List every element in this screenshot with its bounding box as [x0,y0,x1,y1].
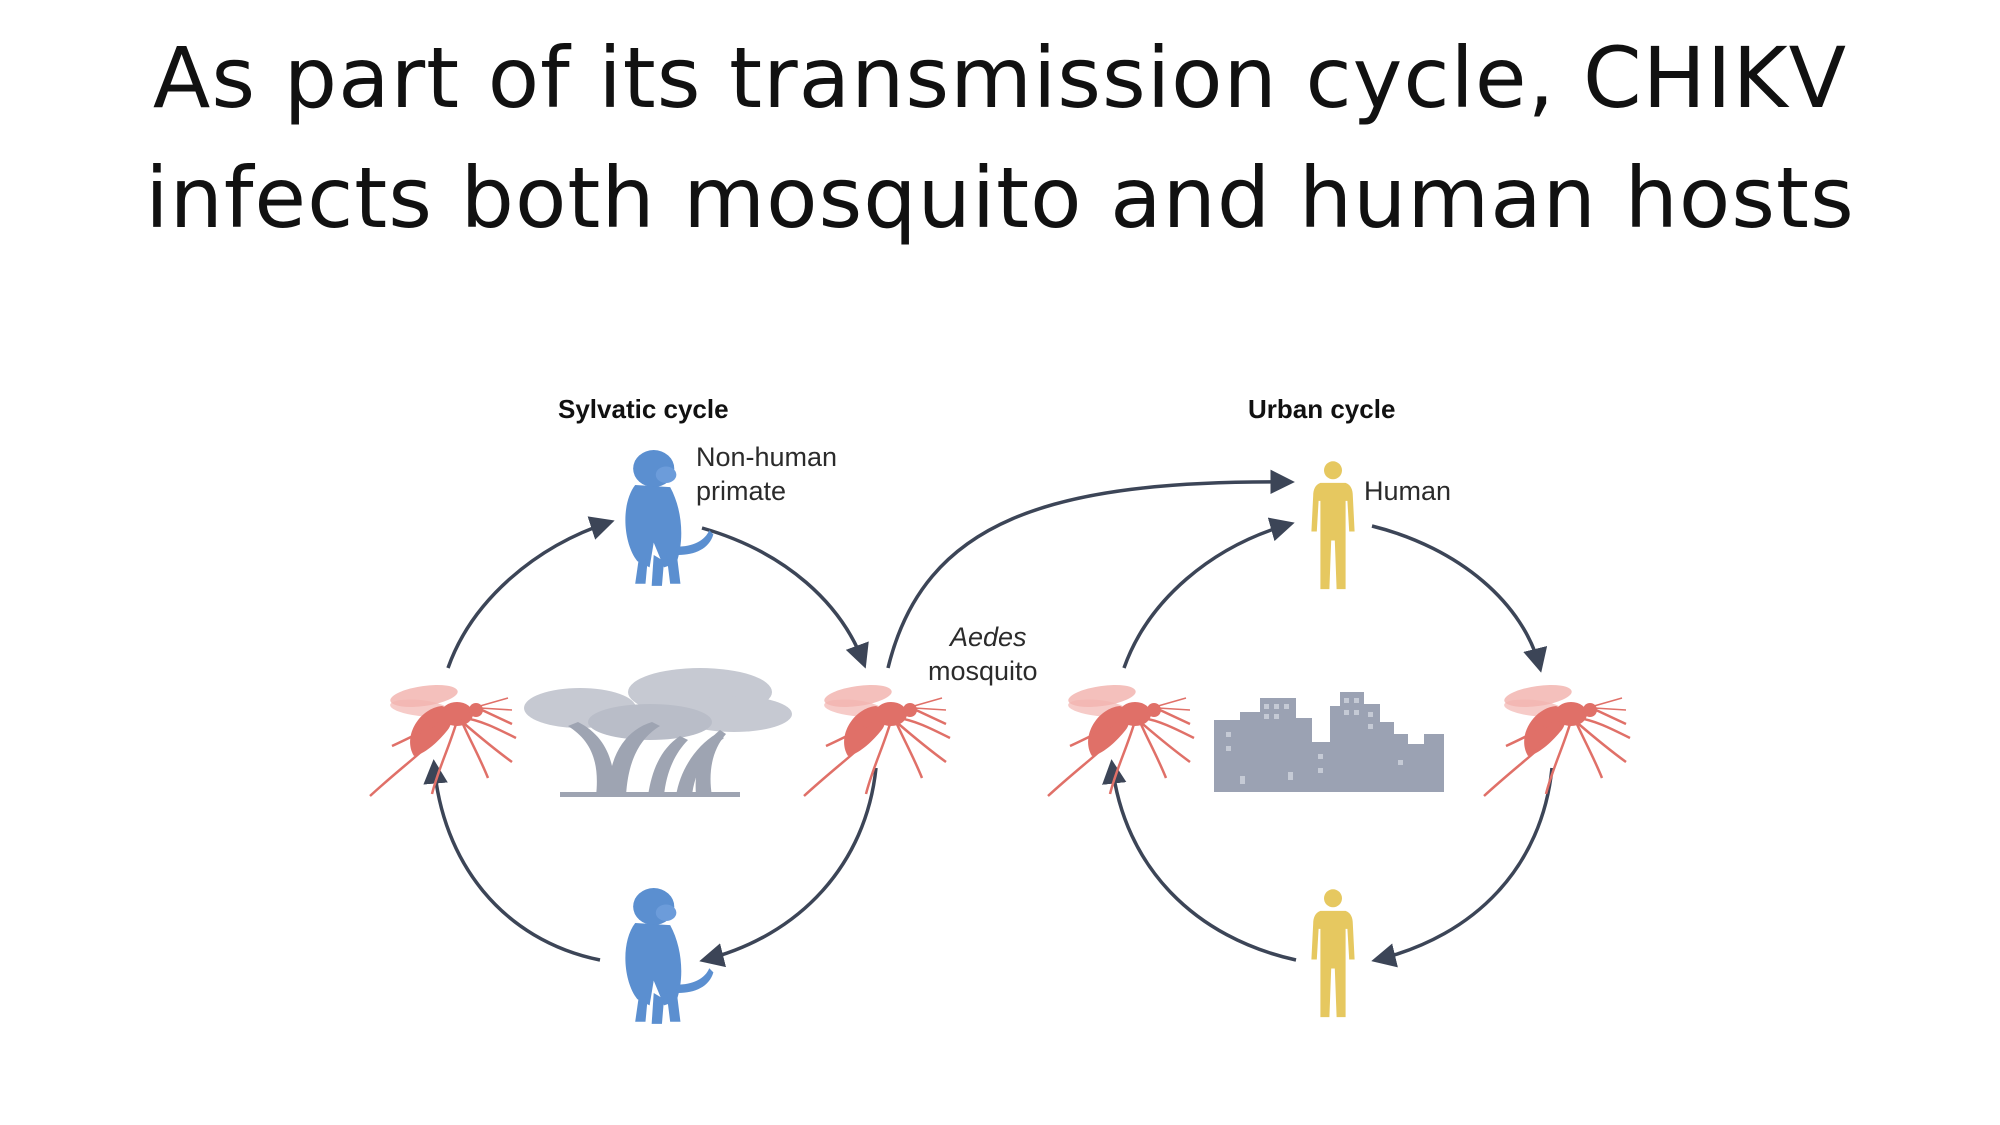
mosquito-icon [802,680,952,798]
arrow-primate-bottom-to-mosquito [423,759,601,962]
arrow-mosquito-to-human-top [1122,517,1295,669]
title-line-2: infects both mosquito and human hosts [145,149,1855,247]
arrow-sylvatic-to-human [886,469,1295,669]
mosquito-icon [1482,680,1632,798]
arrow-mosquito-to-human-bottom [1371,767,1554,968]
primate-icon [625,888,714,1024]
aedes-label: Aedes [948,622,1027,652]
arrow-human-top-to-mosquito [1371,524,1548,673]
human-label: Human [1364,476,1451,506]
human-icon [1311,461,1355,590]
urban-cycle-heading: Urban cycle [1248,394,1395,424]
primate-label-line2: primate [696,476,786,506]
arrow-primate-top-to-mosquito [701,526,869,669]
mosquito-label: mosquito [928,656,1038,686]
sylvatic-cycle-heading: Sylvatic cycle [558,394,729,424]
mosquito-icon [1046,680,1196,798]
title-line-1: As part of its transmission cycle, CHIKV [152,29,1848,127]
city-icon [1214,692,1444,792]
mosquito-icon [368,680,518,798]
arrow-mosquito-to-primate-top [446,516,615,669]
primate-label-line1: Non-human [696,442,837,472]
arrow-human-bottom-to-mosquito [1102,759,1297,962]
human-icon [1311,889,1355,1018]
slide-title: As part of its transmission cycle, CHIKV… [0,18,2000,258]
arrow-mosquito-to-primate-bottom [699,767,878,968]
tree-icon [524,668,792,797]
